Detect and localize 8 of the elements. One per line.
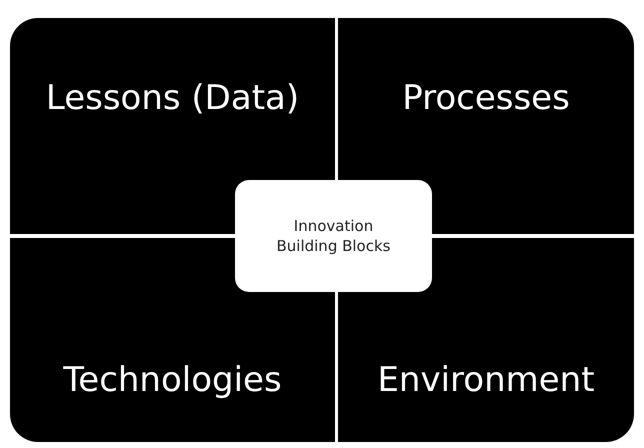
quadrant-panel bbox=[10, 238, 335, 442]
center-box bbox=[235, 180, 432, 292]
block-label: Processes bbox=[402, 78, 570, 118]
block-label: Innovation Building Blocks bbox=[275, 216, 392, 256]
quadrant-panel bbox=[338, 238, 634, 442]
block-label: Environment bbox=[377, 360, 595, 400]
block-label: Technologies bbox=[63, 360, 282, 400]
block-label: Lessons (Data) bbox=[46, 78, 300, 118]
